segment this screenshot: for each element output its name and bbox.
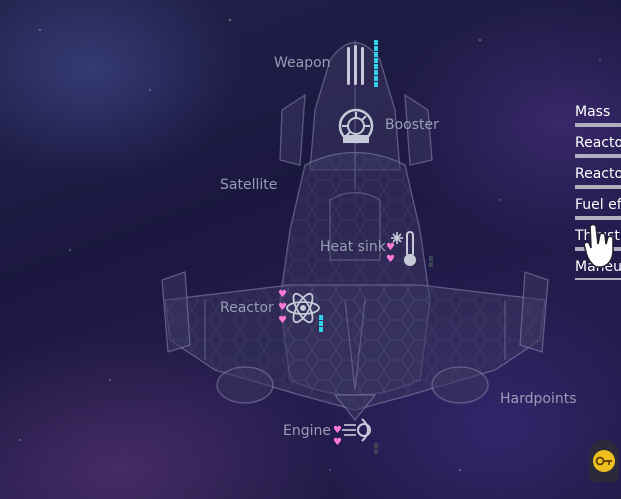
heat-sink-heart-icon: ♥ bbox=[386, 242, 395, 253]
reactor-heart-icon: ♥ bbox=[278, 289, 287, 300]
stat-row: Mass bbox=[575, 104, 621, 135]
stat-row: Reactor bbox=[575, 166, 621, 197]
charge-segment bbox=[319, 327, 323, 332]
hardpoints-slot-label[interactable]: Hardpoints bbox=[500, 391, 577, 407]
reactor-slot-label[interactable]: Reactor bbox=[220, 300, 274, 316]
pointing-hand-icon bbox=[583, 223, 614, 268]
stat-label-fuel-efficiency: Fuel efficiency bbox=[575, 197, 621, 213]
charge-segment bbox=[319, 321, 323, 326]
stat-bar bbox=[575, 185, 621, 189]
charge-segment bbox=[374, 449, 378, 454]
stat-bar bbox=[575, 123, 621, 127]
heat-sink-heart-icon: ♥ bbox=[386, 254, 395, 265]
weapon-slot-label[interactable]: Weapon bbox=[274, 55, 331, 71]
charge-segment bbox=[374, 52, 378, 57]
stat-bar bbox=[575, 154, 621, 158]
satellite-slot-label[interactable]: Satellite bbox=[220, 177, 278, 193]
charge-segment bbox=[429, 256, 433, 261]
reactor-heart-icon: ♥ bbox=[278, 302, 287, 313]
atom-icon[interactable] bbox=[285, 290, 321, 326]
booster-slot-label[interactable]: Booster bbox=[385, 117, 439, 133]
charge-segment bbox=[374, 443, 378, 448]
reactor-heart-icon: ♥ bbox=[278, 315, 287, 326]
heat-sink-slot-label[interactable]: Heat sink bbox=[320, 239, 386, 255]
charge-segment bbox=[374, 40, 378, 45]
charge-segment bbox=[374, 76, 378, 81]
stat-row: Fuel efficiency bbox=[575, 197, 621, 228]
charge-segment bbox=[429, 262, 433, 267]
stat-label-reactor-2: Reactor bbox=[575, 166, 621, 182]
engine-slot-label[interactable]: Engine bbox=[283, 423, 331, 439]
charge-segment bbox=[374, 70, 378, 75]
thermometer-snowflake-icon[interactable] bbox=[391, 228, 419, 268]
charge-segment bbox=[319, 315, 323, 320]
charge-segment bbox=[374, 46, 378, 51]
charge-segment bbox=[374, 64, 378, 69]
stat-bar bbox=[575, 278, 621, 280]
charge-segment bbox=[374, 82, 378, 87]
engine-heart-icon: ♥ bbox=[333, 437, 342, 448]
key-button[interactable] bbox=[589, 440, 619, 482]
stat-label-mass: Mass bbox=[575, 104, 611, 120]
turbine-icon[interactable] bbox=[337, 107, 375, 145]
engine-heart-icon: ♥ bbox=[333, 425, 342, 436]
stat-bar bbox=[575, 216, 621, 220]
thruster-icon[interactable] bbox=[340, 415, 376, 445]
triple-barrel-icon[interactable] bbox=[345, 45, 367, 87]
key-icon bbox=[593, 450, 615, 472]
charge-segment bbox=[374, 58, 378, 63]
stat-row: Reactor bbox=[575, 135, 621, 166]
stat-label-reactor: Reactor bbox=[575, 135, 621, 151]
